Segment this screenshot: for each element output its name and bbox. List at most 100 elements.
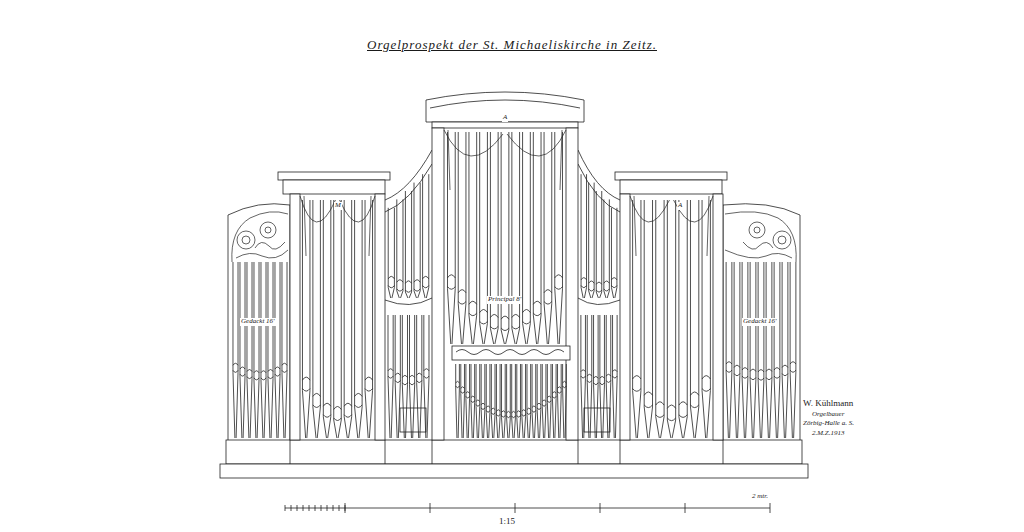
pipe-mouth [702,376,710,392]
curved-flat-right [578,164,620,212]
pipe-mouth [563,381,567,387]
pipe-mouth [476,400,480,406]
pipe [587,315,592,438]
pipe [596,191,601,298]
pipe [555,132,563,344]
scale-tick [309,505,310,511]
pipe-mouth [458,290,466,304]
scale-tick [285,505,286,511]
tower-left [278,172,390,440]
pipe-mouth [502,411,506,417]
pipe-mouth [414,280,420,291]
pipe [302,200,310,438]
scale-unit: 2 mtr. [751,493,769,501]
pipe-mouth [501,316,509,330]
base-molding [220,464,808,478]
pipe-mouth [282,363,287,372]
pipe-mouth [517,411,521,417]
drape [630,196,670,222]
plinth-joint [578,440,579,464]
pipe [423,174,429,298]
pipe-mouth [410,375,415,384]
pipe-mouth [532,406,536,412]
pipe [469,132,477,344]
drape [507,130,566,156]
pipe-mouth [600,377,605,385]
pipe-mouth [512,411,516,417]
scale-tick [333,505,334,511]
tower-mark: M [334,202,342,210]
pipe-mouth [247,370,252,379]
scale-tick [770,503,771,513]
pipe-mouth [790,362,796,373]
pipe-mouth [302,377,310,391]
pipe [355,200,363,438]
pipe [247,262,252,438]
pipe [240,262,245,438]
pipe-mouth [471,396,475,402]
pipe [594,315,599,438]
scale-tick [685,503,686,513]
pipe-mouth [558,387,562,393]
pipe [702,200,710,438]
pipe-mouth [512,314,520,328]
pipe-mouth [644,392,652,408]
drapery [300,130,713,256]
pipe [633,200,641,438]
pipe-mouth [275,367,280,376]
pipe-mouth [581,278,586,288]
pipe [405,191,411,298]
pipe [480,132,488,344]
pipe-mouth [424,369,429,378]
pipe [782,262,788,438]
pipe-mouth [758,370,764,381]
pipe-mouth [552,392,556,398]
pipe-mouth [448,275,456,289]
pipe-mouth [611,278,616,288]
pipe-mouth [589,281,594,291]
pipe-mouth [656,402,664,418]
maker-stamp: Orgelbauer [811,411,845,419]
pipe [388,315,393,438]
pipe [512,132,520,344]
pipes [233,132,796,438]
impost-left [385,298,432,305]
pipe [466,364,470,438]
pipe-mouth [254,371,259,380]
plinth [226,440,802,464]
pipe [581,174,586,298]
pipe [589,183,594,298]
pipe [481,364,485,438]
outer-flat-right [723,204,800,440]
scale-bar [285,503,770,513]
pipe [544,132,552,344]
pipe-mouth [537,403,541,409]
pipe-mouth [417,373,422,382]
pipe [726,262,732,438]
pipe-mouth [461,387,465,393]
scale-tick [303,505,304,511]
pipe [644,200,652,438]
pipe-mouth [491,408,495,414]
pipe [490,132,498,344]
tower-center [426,92,584,440]
pipe-mouth [604,281,609,291]
pipe-mouth [490,314,498,328]
pipe [282,262,287,438]
pipe [742,262,748,438]
pipe [532,364,536,438]
pipe-mouth [344,403,352,417]
pipe [410,315,415,438]
stop-name: Gedackt 16' [240,318,276,326]
pipe [458,132,466,344]
pipe [323,200,331,438]
pipe [522,364,526,438]
pipe [533,132,541,344]
scale-ratio: 1:15 [498,517,516,527]
pipe-mouth [466,392,470,398]
scale-tick [430,503,431,513]
pipe-mouth [469,301,477,315]
tower-mark: A [502,114,508,122]
pipe [365,200,373,438]
drape [300,196,336,222]
